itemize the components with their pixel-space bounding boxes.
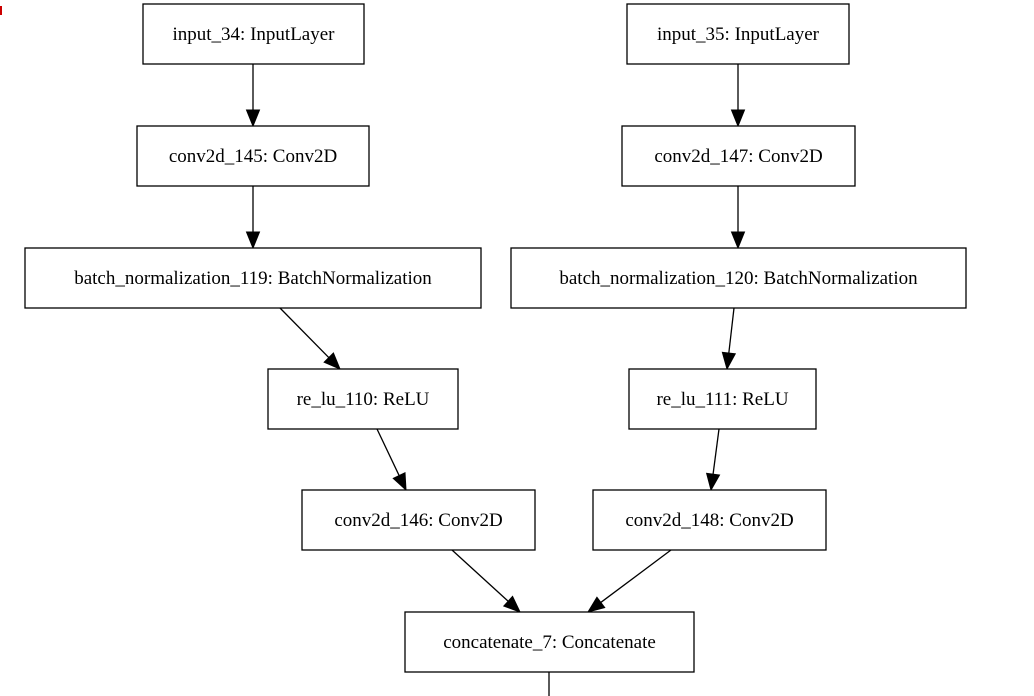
node-box [301,489,536,551]
node-input_35: input_35: InputLayer [626,3,850,65]
node-conv2d_146: conv2d_146: Conv2D [301,489,536,551]
node-label: re_lu_110: ReLU [297,389,430,410]
node-concatenate_7: concatenate_7: Concatenate [404,611,695,673]
node-box [267,368,459,430]
node-box [142,3,365,65]
arrowhead-icon [730,109,746,128]
node-box [510,247,967,309]
node-label: conv2d_145: Conv2D [169,146,337,167]
node-label: batch_normalization_119: BatchNormalizat… [74,268,432,289]
node-box [626,3,850,65]
edge-batch_normalization_119-to-re_lu_110 [279,307,341,370]
node-re_lu_111: re_lu_111: ReLU [628,368,817,430]
node-input_34: input_34: InputLayer [142,3,365,65]
arrowhead-icon [586,596,606,613]
node-label: conv2d_148: Conv2D [625,510,793,531]
edge-input_35-to-conv2d_147 [730,64,746,128]
node-box [24,247,482,309]
node-box [592,489,827,551]
arrowhead-icon [502,595,521,613]
edge-conv2d_146-to-concatenate_7 [451,549,521,613]
edge-line [600,549,672,603]
node-box [621,125,856,187]
edge-line [279,307,330,359]
node-label: input_34: InputLayer [173,24,336,45]
arrowhead-icon [245,109,261,128]
arrowhead-icon [392,471,407,492]
node-batch_normalization_120: batch_normalization_120: BatchNormalizat… [510,247,967,309]
edge-conv2d_147-to-batch_normalization_120 [730,186,746,250]
node-label: conv2d_147: Conv2D [654,146,822,167]
node-label: concatenate_7: Concatenate [443,632,656,653]
node-re_lu_110: re_lu_110: ReLU [267,368,459,430]
edge-line [728,307,735,354]
edge-re_lu_110-to-conv2d_146 [376,428,407,492]
edge-re_lu_111-to-conv2d_148 [705,428,721,492]
edge-batch_normalization_120-to-re_lu_111 [721,307,737,371]
edge-line [712,428,720,475]
edge-conv2d_148-to-concatenate_7 [586,549,672,613]
corner-marker [0,6,5,15]
arrowhead-icon [721,351,737,371]
node-label: input_35: InputLayer [657,24,820,45]
edge-conv2d_145-to-batch_normalization_119 [245,186,261,250]
node-batch_normalization_119: batch_normalization_119: BatchNormalizat… [24,247,482,309]
edge-line [376,428,400,476]
edge-line [451,549,509,602]
arrowhead-icon [245,231,261,250]
node-box [628,368,817,430]
node-box [136,125,370,187]
node-conv2d_148: conv2d_148: Conv2D [592,489,827,551]
edge-input_34-to-conv2d_145 [245,64,261,128]
arrowhead-icon [705,472,721,492]
node-conv2d_145: conv2d_145: Conv2D [136,125,370,187]
node-box [404,611,695,673]
arrowhead-icon [730,231,746,250]
node-label: batch_normalization_120: BatchNormalizat… [559,268,918,289]
node-label: conv2d_146: Conv2D [334,510,502,531]
node-label: re_lu_111: ReLU [656,389,788,410]
arrowhead-icon [323,352,341,370]
node-conv2d_147: conv2d_147: Conv2D [621,125,856,187]
